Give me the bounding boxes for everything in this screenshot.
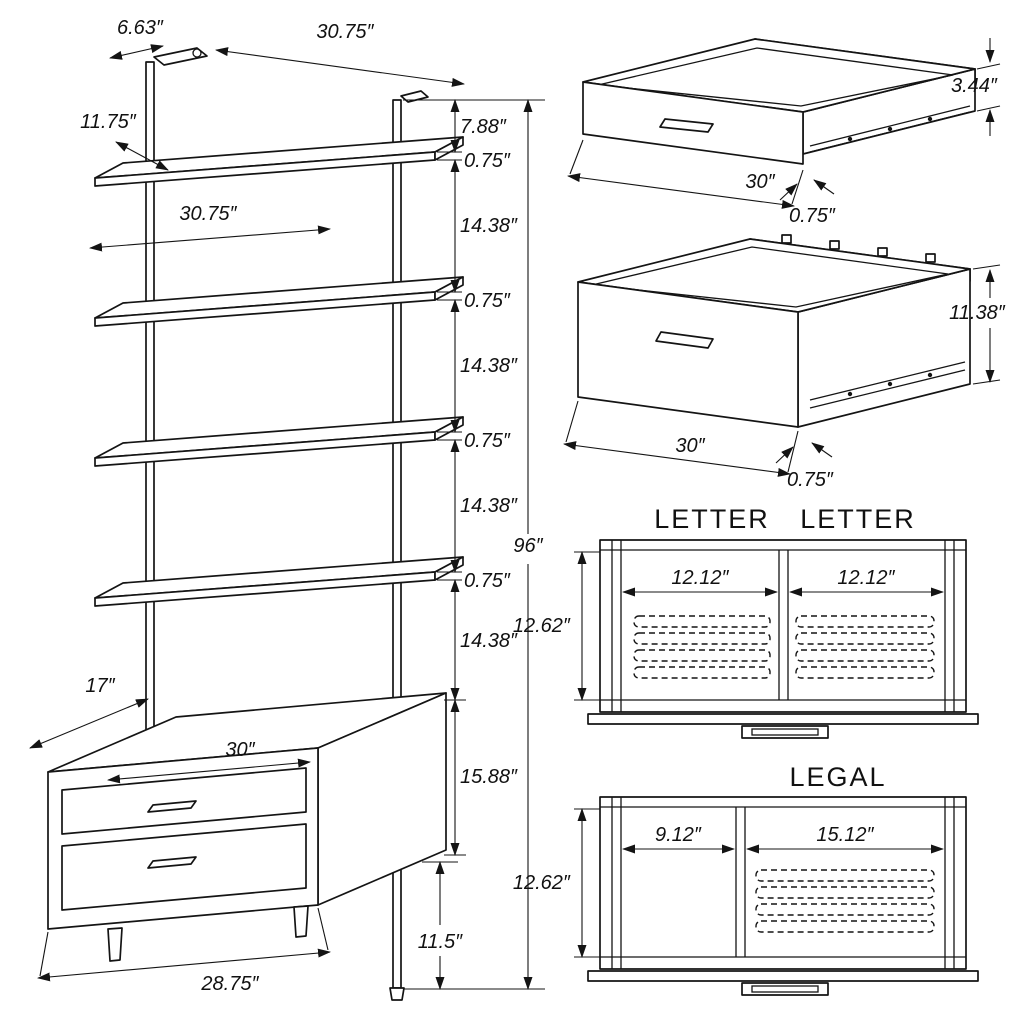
dim-legal-left-width: 9.12″ bbox=[655, 824, 702, 846]
drawer-handle bbox=[659, 118, 714, 133]
dim-cabinet-width: 30″ bbox=[225, 739, 255, 761]
dim-shelf-thickness-2: 0.75″ bbox=[464, 290, 511, 312]
dim-bracket-depth: 6.63″ bbox=[117, 17, 164, 39]
drawer-front-bar bbox=[587, 970, 979, 982]
legal-layout-drawing: LEGAL 9.12″ 15.12″ 12.62″ bbox=[513, 762, 979, 996]
dim-drawer-height: 3.44″ bbox=[951, 75, 998, 97]
back-clip bbox=[877, 247, 888, 257]
shelf-4 bbox=[94, 556, 464, 607]
hanging-files-right bbox=[755, 869, 935, 933]
dim-letter-right-width: 12.12″ bbox=[837, 567, 895, 589]
dim-shelf-depth: 11.75″ bbox=[80, 111, 137, 133]
dim-shelf-gap-2: 14.38″ bbox=[460, 355, 518, 377]
dim-base-height: 11.5″ bbox=[418, 931, 463, 953]
legal-title: LEGAL bbox=[789, 762, 886, 792]
dim-shelf-gap-1: 14.38″ bbox=[460, 215, 518, 237]
dim-top-width: 30.75″ bbox=[316, 21, 374, 43]
drawer-inner-rim bbox=[597, 47, 954, 107]
shelf-1 bbox=[94, 136, 464, 187]
slide-rail bbox=[809, 361, 966, 401]
dim-legal-right-width: 15.12″ bbox=[816, 824, 874, 846]
dim-front-thickness: 0.75″ bbox=[789, 205, 836, 227]
drawer-cabinet bbox=[47, 692, 447, 962]
drawer-handle bbox=[655, 331, 714, 349]
shelf-2 bbox=[94, 276, 464, 327]
drawer-handle bbox=[741, 982, 829, 996]
dim-top-offset: 7.88″ bbox=[460, 116, 507, 138]
bracket-hole bbox=[192, 48, 202, 58]
drawer-handle-inner bbox=[751, 728, 819, 736]
slide-rail bbox=[809, 105, 971, 147]
letter-layout-drawing: LETTER LETTER 12.12″ 12.12″ bbox=[513, 504, 979, 739]
shallow-drawer-drawing: 3.44″ 30″ 0.75″ bbox=[567, 38, 1001, 227]
dim-shelf-thickness-4: 0.75″ bbox=[464, 570, 511, 592]
cabinet-foot bbox=[107, 927, 123, 962]
dim-shelf-thickness-1: 0.75″ bbox=[464, 150, 511, 172]
dim-front-thickness: 0.75″ bbox=[787, 469, 834, 491]
drawer-handle bbox=[741, 725, 829, 739]
back-clip bbox=[925, 253, 936, 263]
drawer-outline bbox=[599, 539, 967, 713]
dim-letter-depth: 12.62″ bbox=[513, 615, 571, 637]
drawer-front bbox=[577, 281, 799, 428]
cabinet-drawer-bottom bbox=[61, 823, 307, 911]
letter-title-left: LETTER bbox=[654, 504, 770, 534]
cabinet-foot bbox=[293, 905, 309, 938]
dimension-lines bbox=[29, 44, 533, 990]
dim-cabinet-height: 15.88″ bbox=[460, 766, 518, 788]
dim-base-width: 28.75″ bbox=[200, 973, 259, 995]
back-clip bbox=[829, 240, 840, 250]
deep-drawer-drawing: 11.38″ 30″ 0.75″ bbox=[563, 234, 1006, 491]
dim-shelf-gap-4: 14.38″ bbox=[460, 630, 518, 652]
hanging-files-right bbox=[795, 615, 935, 679]
dim-shelf-width: 30.75″ bbox=[179, 203, 237, 225]
drawer-handle bbox=[147, 800, 197, 813]
dim-legal-depth: 12.62″ bbox=[513, 872, 571, 894]
drawer-handle-inner bbox=[751, 985, 819, 993]
dim-total-height: 96″ bbox=[513, 535, 543, 557]
shelf-unit-drawing: 6.63″ 30.75″ 11.75″ 30.75″ 7.88″ 0.75″ 1… bbox=[29, 17, 545, 1001]
shelf-3 bbox=[94, 416, 464, 467]
dim-drawer-height: 11.38″ bbox=[949, 302, 1006, 324]
dim-drawer-width: 30″ bbox=[745, 171, 775, 193]
dim-drawer-width: 30″ bbox=[675, 435, 705, 457]
wall-bracket-left bbox=[153, 47, 208, 66]
drawer-handle bbox=[147, 856, 197, 869]
dim-cabinet-depth: 17″ bbox=[85, 675, 115, 697]
dim-shelf-gap-3: 14.38″ bbox=[460, 495, 518, 517]
slide-rail bbox=[809, 369, 966, 409]
drawer-front-bar bbox=[587, 713, 979, 725]
back-clip bbox=[781, 234, 792, 244]
drawer-outline bbox=[599, 796, 967, 970]
drawer-inner-rim bbox=[591, 246, 949, 308]
post-foot bbox=[389, 987, 405, 1001]
slide-rail bbox=[809, 111, 971, 153]
dim-letter-left-width: 12.12″ bbox=[671, 567, 729, 589]
hanging-files-left bbox=[633, 615, 771, 679]
letter-title-right: LETTER bbox=[800, 504, 916, 534]
dim-shelf-thickness-3: 0.75″ bbox=[464, 430, 511, 452]
